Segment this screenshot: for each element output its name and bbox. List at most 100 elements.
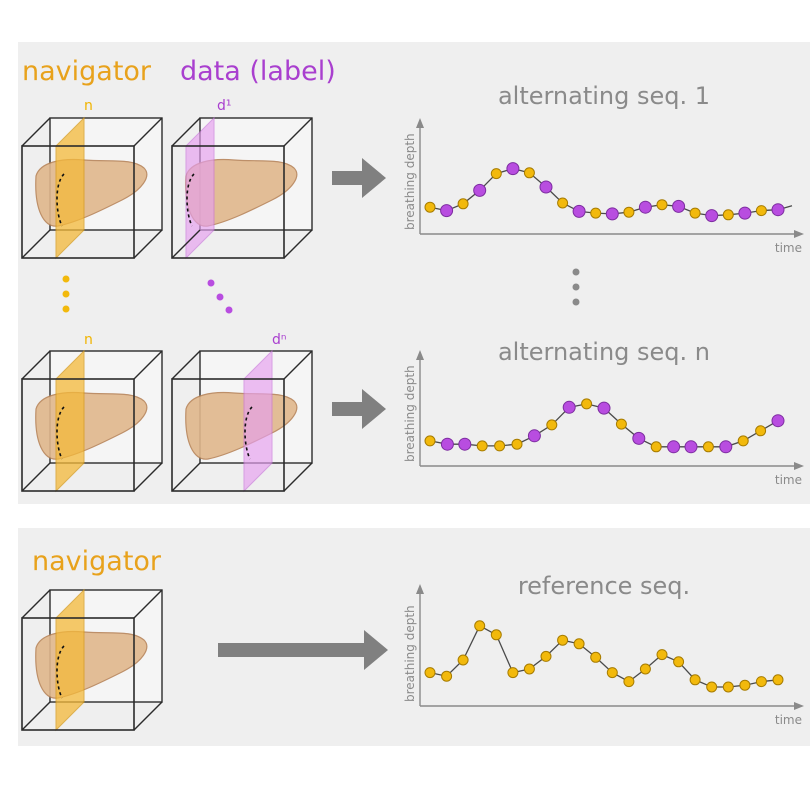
nav-ellipsis [62, 275, 70, 313]
data-point [458, 437, 472, 451]
data-point [605, 207, 619, 221]
data-volume-1 [171, 116, 313, 260]
data-point [667, 440, 681, 454]
navigator-volume-1 [21, 116, 163, 260]
navigator-point [639, 663, 651, 675]
navigator-point [441, 670, 453, 682]
x-axis-arrowhead [794, 230, 804, 238]
data-point [562, 400, 576, 414]
navigator-point [702, 441, 714, 453]
data-point [672, 199, 686, 213]
data-slice-label-1: d¹ [217, 98, 232, 114]
navigator-point [540, 650, 552, 662]
navigator-point [424, 201, 436, 213]
navigator-point [581, 398, 593, 410]
navigator-point [722, 681, 734, 693]
arrow-reference [218, 630, 388, 670]
navigator-point [474, 620, 486, 632]
navigator-point [573, 638, 585, 650]
nav-slice-label-1: n [84, 98, 93, 114]
x-axis-arrowhead [794, 462, 804, 470]
data-point [719, 440, 733, 454]
x-axis-arrowhead [794, 702, 804, 710]
x-axis-label: time [775, 241, 802, 255]
chart-title: alternating seq. 1 [498, 82, 710, 110]
navigator-point [739, 679, 751, 691]
y-axis-arrowhead [416, 350, 424, 360]
chart-title: alternating seq. n [498, 338, 710, 366]
data-point [684, 440, 698, 454]
navigator-point [689, 207, 701, 219]
navigator-point [424, 667, 436, 679]
navigator-point [755, 205, 767, 217]
navigator-point [557, 197, 569, 209]
navigator-volume-n [21, 349, 163, 493]
navigator-point [523, 167, 535, 179]
navigator-point [689, 674, 701, 686]
navigator-point [557, 634, 569, 646]
navigator-point [546, 419, 558, 431]
chart-1: alternating seq. 1 breathing depth time [403, 82, 804, 255]
data-point [738, 206, 752, 220]
navigator-heading: navigator [22, 56, 152, 87]
data-point [638, 200, 652, 214]
navigator-point [650, 441, 662, 453]
nav-slice-label-n: n [84, 332, 93, 348]
navigator-point [656, 649, 668, 661]
navigator-point [615, 418, 627, 430]
navigator-point [494, 440, 506, 452]
data-point [473, 183, 487, 197]
navigator-point [755, 676, 767, 688]
navigator-point [511, 438, 523, 450]
navigator-point [476, 440, 488, 452]
data-point [440, 204, 454, 218]
navigator-point [590, 207, 602, 219]
data-point [597, 401, 611, 415]
data-volume-n [171, 349, 313, 493]
arrow-seq-1 [332, 158, 386, 198]
arrow-seq-n [332, 389, 386, 429]
navigator-point [623, 676, 635, 688]
volume-cubes [21, 116, 313, 732]
navigator-heading-bottom: navigator [32, 546, 162, 577]
navigator-point [737, 435, 749, 447]
navigator-point [722, 209, 734, 221]
y-axis-arrowhead [416, 118, 424, 128]
navigator-point [590, 651, 602, 663]
data-point [771, 414, 785, 428]
chart-title: reference seq. [518, 572, 690, 600]
data-point [539, 180, 553, 194]
data-point [632, 431, 646, 445]
x-axis-label: time [775, 713, 802, 727]
sequence-ellipsis [572, 268, 580, 306]
navigator-point [457, 198, 469, 210]
data-point [527, 429, 541, 443]
y-axis-label: breathing depth [403, 365, 417, 462]
navigator-point [490, 168, 502, 180]
navigator-point [772, 674, 784, 686]
series-line [429, 624, 779, 688]
navigator-point [673, 656, 685, 668]
y-axis-label: breathing depth [403, 605, 417, 702]
data-point [440, 437, 454, 451]
y-axis-arrowhead [416, 584, 424, 594]
data-slice-label-n: dⁿ [272, 332, 286, 348]
navigator-point [424, 435, 436, 447]
chart-2: alternating seq. n breathing depth time [403, 338, 804, 487]
navigator-point [623, 206, 635, 218]
navigator-point [755, 425, 767, 437]
navigator-point [507, 667, 519, 679]
navigator-volume-reference [21, 588, 163, 732]
data-ellipsis [207, 279, 233, 314]
data-point [705, 209, 719, 223]
chart-3: reference seq. breathing depth time [403, 572, 804, 727]
navigator-point [490, 629, 502, 641]
x-axis-label: time [775, 473, 802, 487]
navigator-point [457, 654, 469, 666]
navigator-point [706, 681, 718, 693]
navigator-point [606, 667, 618, 679]
data-point [572, 204, 586, 218]
y-axis-label: breathing depth [403, 133, 417, 230]
